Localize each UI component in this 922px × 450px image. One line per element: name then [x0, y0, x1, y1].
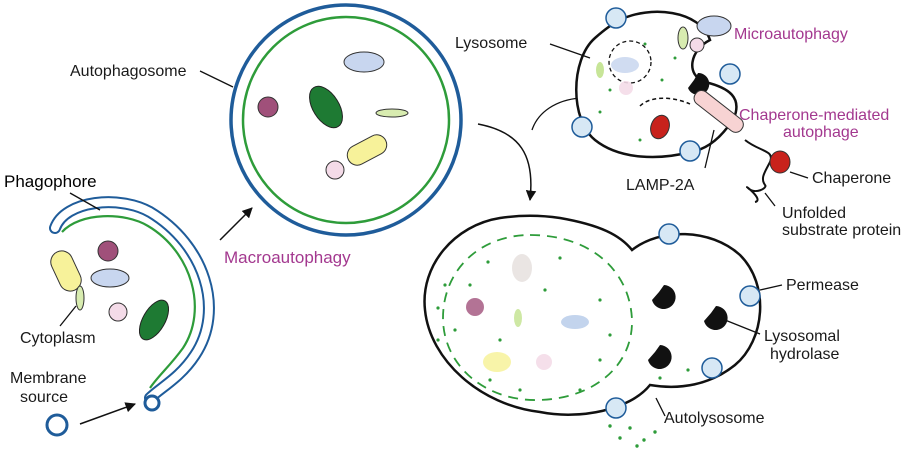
- hydrolase-label-line1: Lysosomal: [764, 328, 840, 345]
- permease-label: Permease: [786, 277, 859, 294]
- unfolded-label-line2: substrate protein: [782, 222, 901, 239]
- chaperone-pointer: [789, 171, 809, 179]
- macroautophagy-label: Macroautophagy: [224, 248, 351, 267]
- autophagosome-inner-membrane: [241, 15, 451, 225]
- lamp2a-receptor: [693, 89, 744, 133]
- cargo-pink-vesicle: [108, 302, 128, 322]
- autophagosome-pointer: [199, 70, 234, 88]
- phagophore-bud: [143, 394, 161, 412]
- autolysosome-hydrolase-2: [704, 306, 728, 330]
- lamp2a-pointer: [704, 129, 715, 169]
- microautophagy-blue-vesicle: [696, 15, 732, 37]
- permease-pointer: [759, 284, 783, 291]
- unfolded-label-line1: Unfolded: [782, 205, 846, 222]
- lysosome-dashed-path: [639, 97, 691, 107]
- lysosome-permease-3: [571, 116, 593, 138]
- autolysosome-permease-4: [605, 397, 627, 419]
- autophagosome-mitochondrion: [309, 85, 343, 129]
- cma-label-line2: autophage: [783, 124, 859, 141]
- phagophore-inner-membrane: [61, 215, 196, 389]
- unfolded-substrate-strand: [744, 139, 772, 203]
- microautophagy-label: Microautophagy: [734, 26, 848, 43]
- microautophagy-green-sliver: [677, 26, 689, 50]
- unfolded-pointer: [764, 192, 776, 207]
- autophagosome-label: Autophagosome: [70, 63, 187, 80]
- membrane-source-arrow: [79, 402, 136, 425]
- lysosome-pointer: [549, 43, 591, 59]
- autophagosome-yellow-rod: [346, 134, 388, 166]
- lysosome-permease-4: [679, 140, 701, 162]
- autolysosome-hydrolase-1: [652, 285, 676, 309]
- autolysosome-pointer: [655, 397, 666, 417]
- chaperone-label: Chaperone: [812, 170, 891, 187]
- autophagosome: [229, 3, 463, 237]
- cargo-green-sliver: [75, 285, 85, 311]
- cargo-yellow-rod: [50, 250, 82, 292]
- autophagosome-outer-membrane: [229, 3, 463, 237]
- cytoplasm-pointer: [59, 305, 77, 327]
- membrane-source-label-line1: Membrane: [10, 370, 87, 387]
- autophagosome-pink-vesicle: [325, 160, 345, 180]
- lysosome-dots: [598, 42, 677, 142]
- lysosome-red-protein: [650, 114, 670, 140]
- lysosome-green-blob: [596, 62, 604, 78]
- phagophore-outer-membrane-core: [51, 198, 213, 402]
- phagophore-to-autophagosome-arrow: [219, 207, 253, 241]
- microautophagy-pink-vesicle: [689, 37, 705, 53]
- autolysosome-inner-membrane: [442, 234, 633, 401]
- autolysosome-label: Autolysosome: [664, 410, 765, 427]
- lysosome-permease-1: [605, 7, 627, 29]
- autolysosome-permease-3: [701, 357, 723, 379]
- lysosome-inner-vesicle: [608, 40, 652, 84]
- released-products-dots: [608, 424, 657, 448]
- cargo-dark-green-mitochondrion: [138, 299, 170, 341]
- autophagosome-green-sliver: [375, 108, 409, 118]
- merge-arrow: [477, 123, 537, 202]
- hydrolase-label-line2: hydrolase: [770, 346, 839, 363]
- autophagosome-blue-vesicle: [343, 51, 385, 73]
- autolysosome-cargo-remnants: [466, 254, 589, 372]
- cargo-blue-vesicle: [90, 268, 130, 288]
- cytoplasm-label: Cytoplasm: [20, 330, 96, 347]
- membrane-source-label-line2: source: [20, 389, 68, 406]
- autolysosome: [423, 214, 762, 448]
- autolysosome-permease-2: [739, 285, 761, 307]
- lysosome-to-merge-curve: [531, 97, 581, 131]
- autophagosome-purple-vesicle: [257, 96, 279, 118]
- cma-label-line1: Chaperone-mediated: [739, 107, 889, 124]
- cargo-purple-vesicle: [97, 240, 119, 262]
- phagophore-label: Phagophore: [4, 172, 97, 191]
- lysosome-blue-blob: [611, 57, 639, 73]
- autolysosome-permease-1: [658, 223, 680, 245]
- phagophore-pointer: [69, 192, 101, 211]
- membrane-source-vesicle: [45, 413, 69, 437]
- autolysosome-hydrolase-3: [648, 345, 672, 369]
- lysosome-permease-2: [719, 63, 741, 85]
- autolysosome-dots: [436, 256, 714, 392]
- lysosome-pink-blob: [619, 81, 633, 95]
- hydrolase-pointer: [719, 317, 761, 335]
- chaperone-protein: [769, 150, 791, 174]
- lamp2a-label: LAMP-2A: [626, 177, 695, 194]
- lysosome-label: Lysosome: [455, 35, 527, 52]
- phagophore: [49, 196, 215, 412]
- lysosome-hydrolase: [688, 72, 710, 95]
